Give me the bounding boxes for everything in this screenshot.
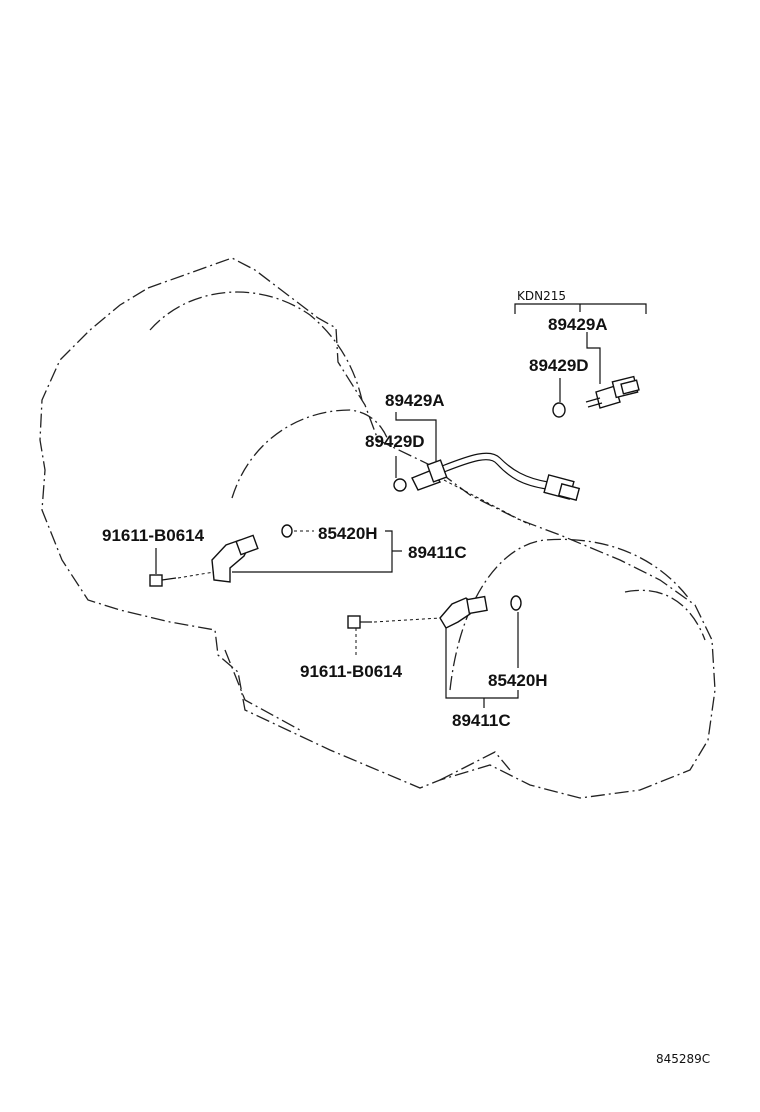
part-number-89429a: 89429A xyxy=(385,391,445,410)
transmission-outline xyxy=(39,257,716,799)
oring-icon xyxy=(510,595,522,611)
speed-sensor-kdn215 xyxy=(552,375,640,418)
part-number-89429d: 89429D xyxy=(365,432,425,451)
oring-icon xyxy=(281,524,293,538)
part-number-sensor-lower: 89411C xyxy=(452,711,511,730)
part-number-bolt-lower: 91611-B0614 xyxy=(300,662,403,681)
part-number-89429a-kdn: 89429A xyxy=(548,315,608,334)
part-number-sensor-left: 89411C xyxy=(408,543,467,562)
oring-icon xyxy=(552,402,566,418)
oring-icon xyxy=(393,478,407,492)
variant-label: KDN215 xyxy=(517,289,566,303)
speed-sensor-lower xyxy=(347,595,522,658)
speed-sensor-left xyxy=(149,524,314,587)
temperature-sensor-harness xyxy=(393,452,581,526)
part-number-oring-left: 85420H xyxy=(318,524,378,543)
illustration-code: 845289C xyxy=(656,1052,710,1066)
leader-lines xyxy=(155,303,647,708)
part-number-oring-lower: 85420H xyxy=(488,671,548,690)
part-number-89429d-kdn: 89429D xyxy=(529,356,589,375)
part-number-bolt-left: 91611-B0614 xyxy=(102,526,205,545)
